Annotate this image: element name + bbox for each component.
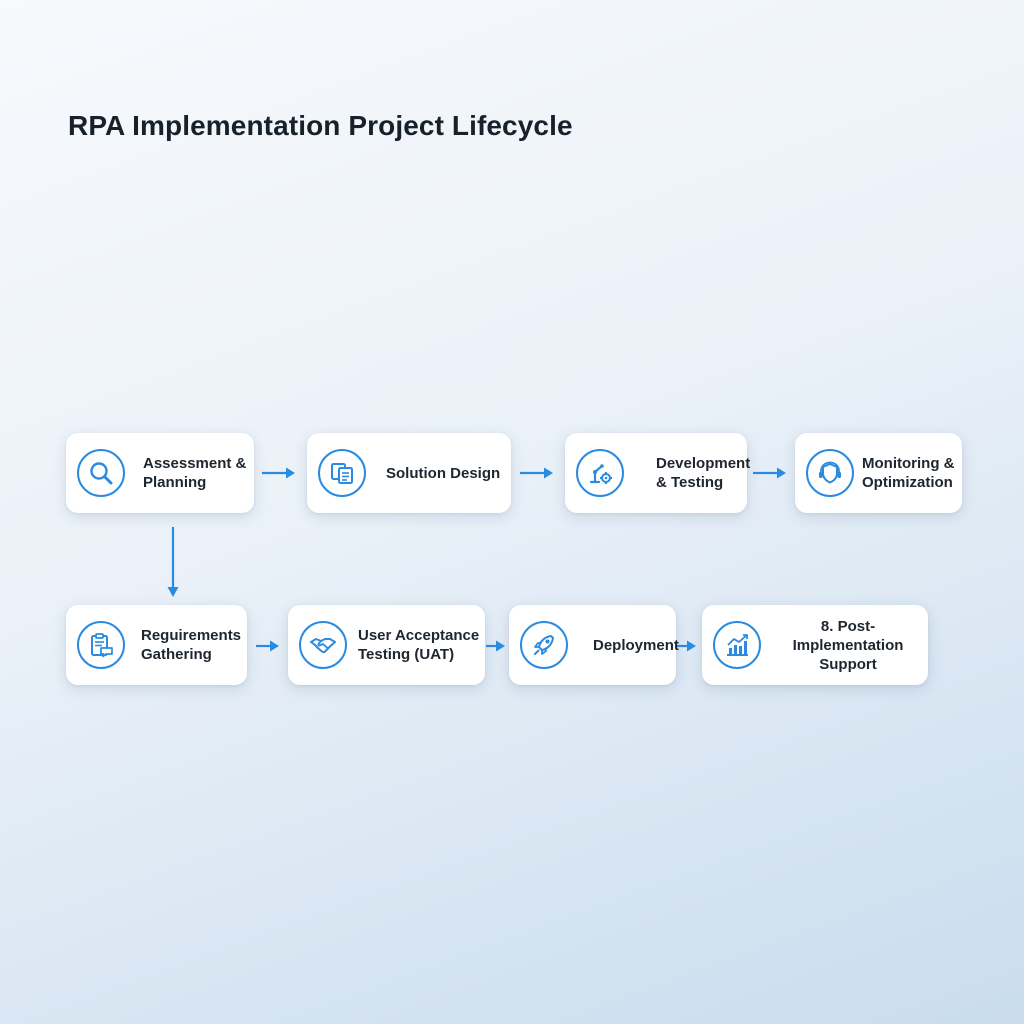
arrow-right-icon [753, 467, 786, 479]
arrow-right-icon [520, 467, 553, 479]
magnifier-icon [77, 449, 125, 497]
step-card-monitoring-optimization: Monitoring & Optimization [795, 433, 962, 513]
step-card-user-acceptance-testing: User Acceptance Testing (UAT) [288, 605, 485, 685]
rocket-icon [520, 621, 568, 669]
step-card-solution-design: Solution Design [307, 433, 511, 513]
step-card-assessment-planning: Assessment & Planning [66, 433, 254, 513]
page-title: RPA Implementation Project Lifecycle [68, 110, 573, 141]
arrow-right-icon [262, 467, 295, 479]
step-card-post-implementation-support: 8. Post-Implementation Support [702, 605, 928, 685]
arrow-down-icon [167, 527, 179, 597]
step-card-development-testing: Development & Testing [565, 433, 751, 513]
step-label: Monitoring & Optimization [862, 455, 955, 491]
arrow-right-icon [677, 640, 696, 652]
step-label: Deployment [593, 636, 679, 654]
robot-arm-gear-icon [576, 449, 624, 497]
step-label: Development & Testing [656, 455, 751, 491]
step-label: 8. Post-Implementation Support [792, 617, 904, 673]
step-label: Assessment & Planning [143, 455, 247, 491]
step-card-requirements-gathering: Reguirements Gathering [66, 605, 247, 685]
handshake-icon [299, 621, 347, 669]
step-label: Reguirements Gathering [141, 627, 242, 663]
arrow-right-icon [256, 640, 279, 652]
design-documents-icon [318, 449, 366, 497]
step-label: User Acceptance Testing (UAT) [358, 627, 480, 663]
step-label: Solution Design [386, 464, 501, 482]
shield-headset-icon [806, 449, 854, 497]
bar-chart-trend-icon [713, 621, 761, 669]
step-card-deployment: Deployment [509, 605, 679, 685]
arrow-right-icon [486, 640, 505, 652]
clipboard-chat-icon [77, 621, 125, 669]
